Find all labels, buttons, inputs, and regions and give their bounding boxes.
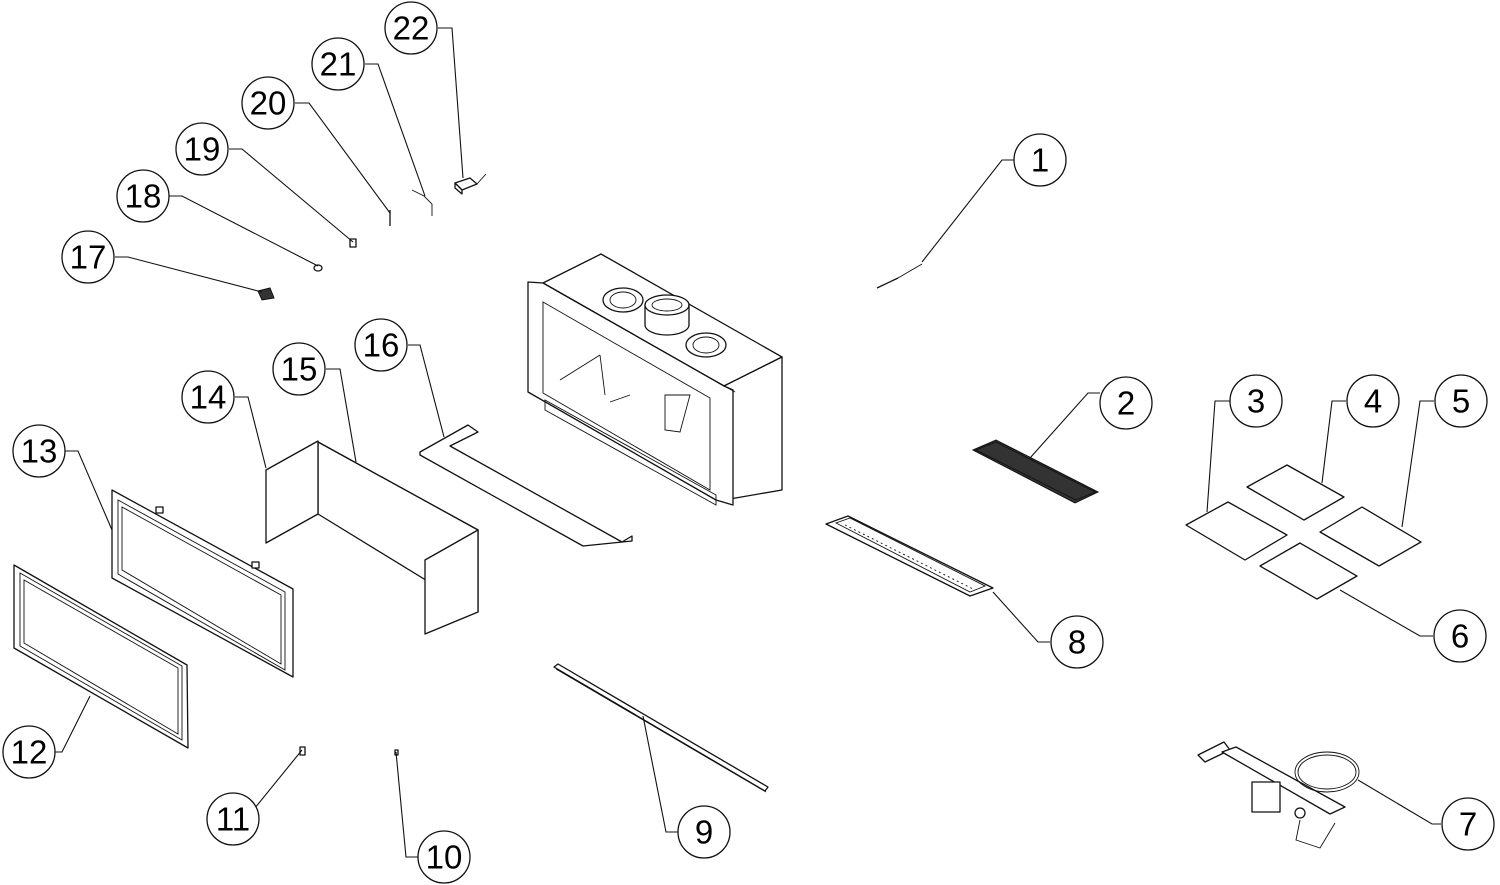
leader-6 (1339, 589, 1433, 637)
part-11-clip (299, 746, 306, 756)
part-1-probe (876, 263, 923, 289)
leader-19 (229, 148, 354, 243)
callout-14: 14 (181, 370, 235, 424)
callout-12: 12 (2, 725, 56, 779)
part-4-panel (1246, 464, 1345, 521)
callout-7: 7 (1441, 797, 1495, 851)
leader-20 (295, 102, 391, 214)
leader-7 (1357, 779, 1441, 825)
callout-11: 11 (206, 792, 260, 846)
callout-label-18: 18 (125, 178, 162, 215)
part-3-panel (1185, 501, 1288, 561)
callout-label-14: 14 (190, 379, 227, 416)
callout-label-6: 6 (1451, 618, 1469, 655)
leader-lines (48, 27, 1441, 858)
leader-3 (1206, 400, 1230, 513)
callout-17: 17 (61, 230, 115, 284)
callout-label-20: 20 (250, 85, 287, 122)
callout-label-16: 16 (363, 327, 400, 364)
callout-16: 16 (354, 318, 408, 372)
leader-15 (326, 368, 357, 463)
leader-1 (921, 159, 1014, 263)
part-19-clip (349, 238, 357, 248)
callout-22: 22 (384, 1, 438, 55)
leader-21 (365, 63, 426, 197)
callout-15: 15 (272, 342, 326, 396)
callout-label-5: 5 (1452, 383, 1470, 420)
callout-10: 10 (417, 830, 471, 884)
leader-2 (1029, 392, 1100, 459)
callout-label-2: 2 (1117, 385, 1135, 422)
callout-18: 18 (116, 169, 170, 223)
callout-label-19: 19 (184, 131, 221, 168)
leader-14 (235, 396, 267, 469)
callout-2: 2 (1099, 376, 1153, 430)
callout-13: 13 (12, 424, 66, 478)
leader-10 (395, 751, 418, 858)
part-22-receiver (454, 173, 487, 195)
callout-label-9: 9 (695, 814, 713, 851)
callout-1: 1 (1013, 133, 1067, 187)
leader-4 (1321, 400, 1346, 484)
part-16-u-plate (419, 424, 633, 547)
callout-label-22: 22 (393, 10, 430, 47)
part-14-side-panel (265, 440, 479, 635)
part-9-rail (553, 663, 769, 793)
leader-8 (992, 591, 1050, 643)
callout-20: 20 (241, 76, 295, 130)
callout-8: 8 (1050, 615, 1104, 669)
callout-19: 19 (175, 122, 229, 176)
callout-label-1: 1 (1031, 142, 1049, 179)
callout-3: 3 (1229, 374, 1283, 428)
callout-4: 4 (1346, 374, 1400, 428)
part-8-burner-tray (825, 515, 994, 597)
callout-label-8: 8 (1068, 624, 1086, 661)
part-13-door-frame (111, 489, 294, 678)
callout-5: 5 (1434, 374, 1488, 428)
callout-label-11: 11 (216, 801, 250, 838)
callout-label-10: 10 (426, 839, 463, 876)
callout-label-21: 21 (320, 46, 357, 83)
callout-label-13: 13 (21, 433, 58, 470)
leader-12 (48, 695, 91, 753)
leader-16 (408, 344, 445, 438)
callout-label-15: 15 (281, 351, 318, 388)
leader-9 (642, 715, 678, 833)
callout-label-4: 4 (1364, 383, 1382, 420)
leader-18 (169, 195, 319, 267)
part-7-valve-assembly (1197, 741, 1360, 849)
firebox-body (527, 253, 783, 506)
callout-21: 21 (311, 37, 365, 91)
part-21-pilot-tube (411, 189, 433, 216)
callout-label-17: 17 (70, 239, 107, 276)
callout-6: 6 (1433, 609, 1487, 663)
part-2-media-bed (971, 439, 1100, 504)
leader-17 (115, 256, 263, 293)
callout-9: 9 (677, 805, 731, 859)
part-18-fastener (313, 264, 323, 272)
callout-label-12: 12 (11, 734, 48, 771)
part-12-outer-frame (13, 564, 189, 749)
part-17-bracket (257, 287, 275, 301)
leader-22 (438, 27, 464, 179)
part-5-panel (1319, 506, 1422, 567)
part-6-panel (1259, 542, 1358, 600)
leader-13 (65, 450, 113, 531)
leader-5 (1401, 400, 1434, 528)
callout-label-3: 3 (1247, 383, 1265, 420)
callout-label-7: 7 (1459, 806, 1477, 843)
